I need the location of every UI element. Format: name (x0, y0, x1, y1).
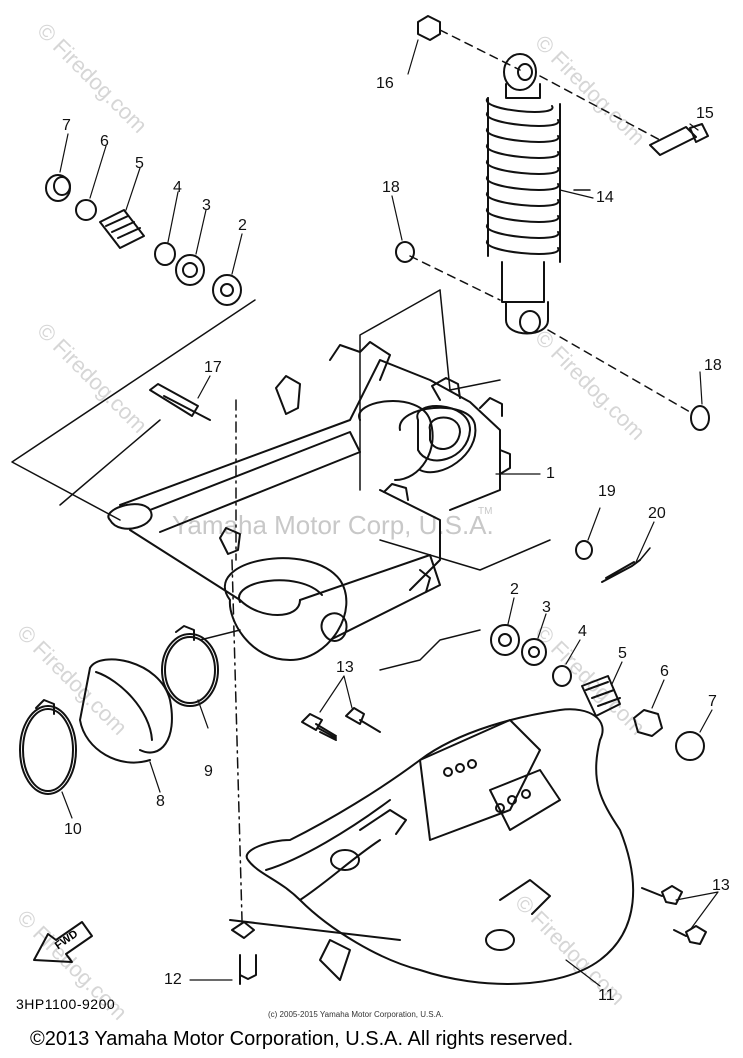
skid-plate (229, 708, 635, 985)
callout-3: 3 (542, 599, 551, 616)
callout-20: 20 (648, 505, 666, 522)
callout-2: 2 (510, 581, 519, 598)
callout-10: 10 (64, 821, 82, 838)
callout-17: 17 (204, 359, 222, 376)
callout-15: 15 (696, 105, 714, 122)
upper-left-pivot-parts (45, 174, 242, 306)
callout-4: 4 (173, 179, 182, 196)
callout-7: 7 (62, 117, 71, 134)
trademark-mark: TM (478, 506, 493, 517)
lower-right-pivot-parts (490, 624, 705, 761)
swingarm (107, 341, 511, 661)
shock-absorber (395, 15, 710, 431)
callout-1: 1 (546, 465, 555, 482)
copyright-footer: ©2013 Yamaha Motor Corporation, U.S.A. A… (30, 1028, 574, 1050)
callout-leaders (59, 39, 719, 987)
callout-11: 11 (598, 987, 615, 1004)
small-copyright: (c) 2005-2015 Yamaha Motor Corporation, … (268, 1010, 444, 1019)
assembly-leader-lines (11, 289, 551, 921)
callout-8: 8 (156, 793, 165, 810)
fwd-arrow-icon (33, 921, 93, 963)
callout-5: 5 (135, 155, 144, 172)
part-code: 3HP1100-9200 (16, 996, 116, 1012)
callout-18: 18 (704, 357, 722, 374)
callout-6: 6 (100, 133, 109, 150)
callout-16: 16 (376, 75, 394, 92)
callout-2: 2 (238, 217, 247, 234)
cotter-pin-and-washer (575, 540, 651, 583)
callout-3: 3 (202, 197, 211, 214)
callout-6: 6 (660, 663, 669, 680)
callout-4: 4 (578, 623, 587, 640)
callout-13: 13 (336, 659, 354, 676)
callout-9: 9 (204, 763, 213, 780)
callout-13: 13 (712, 877, 730, 894)
callout-14: 14 (596, 189, 614, 206)
callout-7: 7 (708, 693, 717, 710)
bolts (239, 707, 707, 985)
callout-19: 19 (598, 483, 616, 500)
boot-and-clamps (19, 625, 219, 795)
callout-12: 12 (164, 971, 182, 988)
callout-5: 5 (618, 645, 627, 662)
callout-18: 18 (382, 179, 400, 196)
